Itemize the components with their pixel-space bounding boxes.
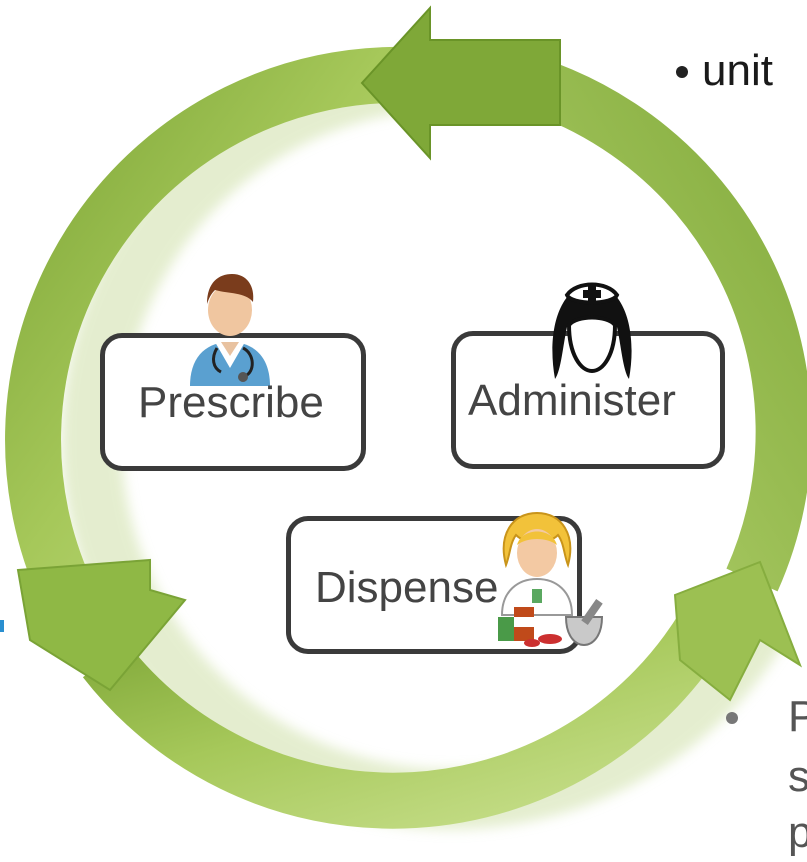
blue-accent-mark <box>0 620 4 632</box>
cycle-arrow-left-segment <box>5 46 406 613</box>
bullet-top-right <box>676 66 688 78</box>
bottom-right-line-3: p <box>788 808 807 857</box>
bottom-right-line-2: s <box>788 752 807 801</box>
arrowhead-bottom-left <box>16 558 187 692</box>
doctor-icon <box>185 268 275 386</box>
top-right-text: unit <box>702 46 773 95</box>
bullet-bottom-right <box>726 712 738 724</box>
arrowhead-right <box>673 560 803 702</box>
administer-label: Administer <box>468 376 676 425</box>
pharmacist-icon <box>492 505 617 650</box>
cycle-arrow-right-segment <box>466 42 807 592</box>
prescribe-label: Prescribe <box>138 378 324 427</box>
bottom-right-line-1: P <box>788 692 807 741</box>
dispense-label: Dispense <box>315 563 499 612</box>
nurse-icon <box>547 275 637 379</box>
arrowhead-top <box>360 5 561 161</box>
cycle-arrow-bottom-segment <box>82 610 729 829</box>
